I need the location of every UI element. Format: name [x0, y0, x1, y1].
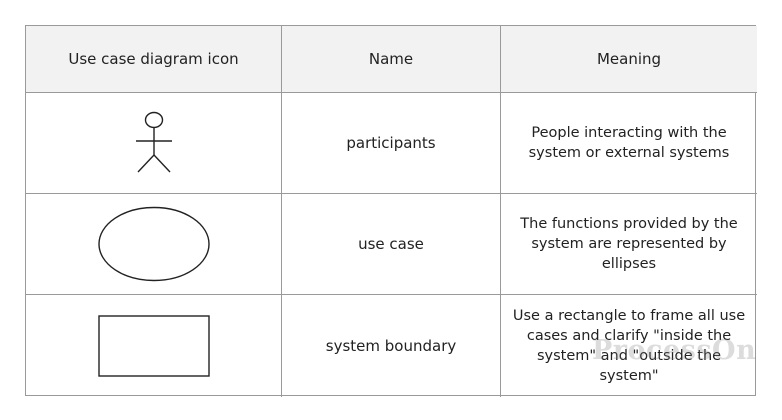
row-system-boundary-icon-cell	[26, 295, 282, 397]
row-system-boundary-meaning: Use a rectangle to frame all use cases a…	[512, 308, 746, 384]
header-meaning-column: Meaning	[501, 26, 757, 93]
row-use-case-meaning: The functions provided by the system are…	[501, 194, 757, 295]
row-participants-meaning: People interacting with the system or ex…	[501, 93, 757, 194]
row-use-case-icon-cell	[26, 194, 282, 295]
ellipse-icon	[97, 206, 210, 282]
rectangle-icon	[97, 315, 210, 377]
use-case-symbol-table: Use case diagram icon Name Meaning parti…	[25, 25, 757, 397]
header-icon-column: Use case diagram icon	[26, 26, 282, 93]
actor-icon	[135, 111, 172, 173]
row-participants-icon-cell	[26, 93, 282, 194]
row-participants-name: participants	[282, 93, 501, 194]
row-use-case-name: use case	[282, 194, 501, 295]
row-system-boundary-name: system boundary	[282, 295, 501, 397]
header-name-column: Name	[282, 26, 501, 93]
